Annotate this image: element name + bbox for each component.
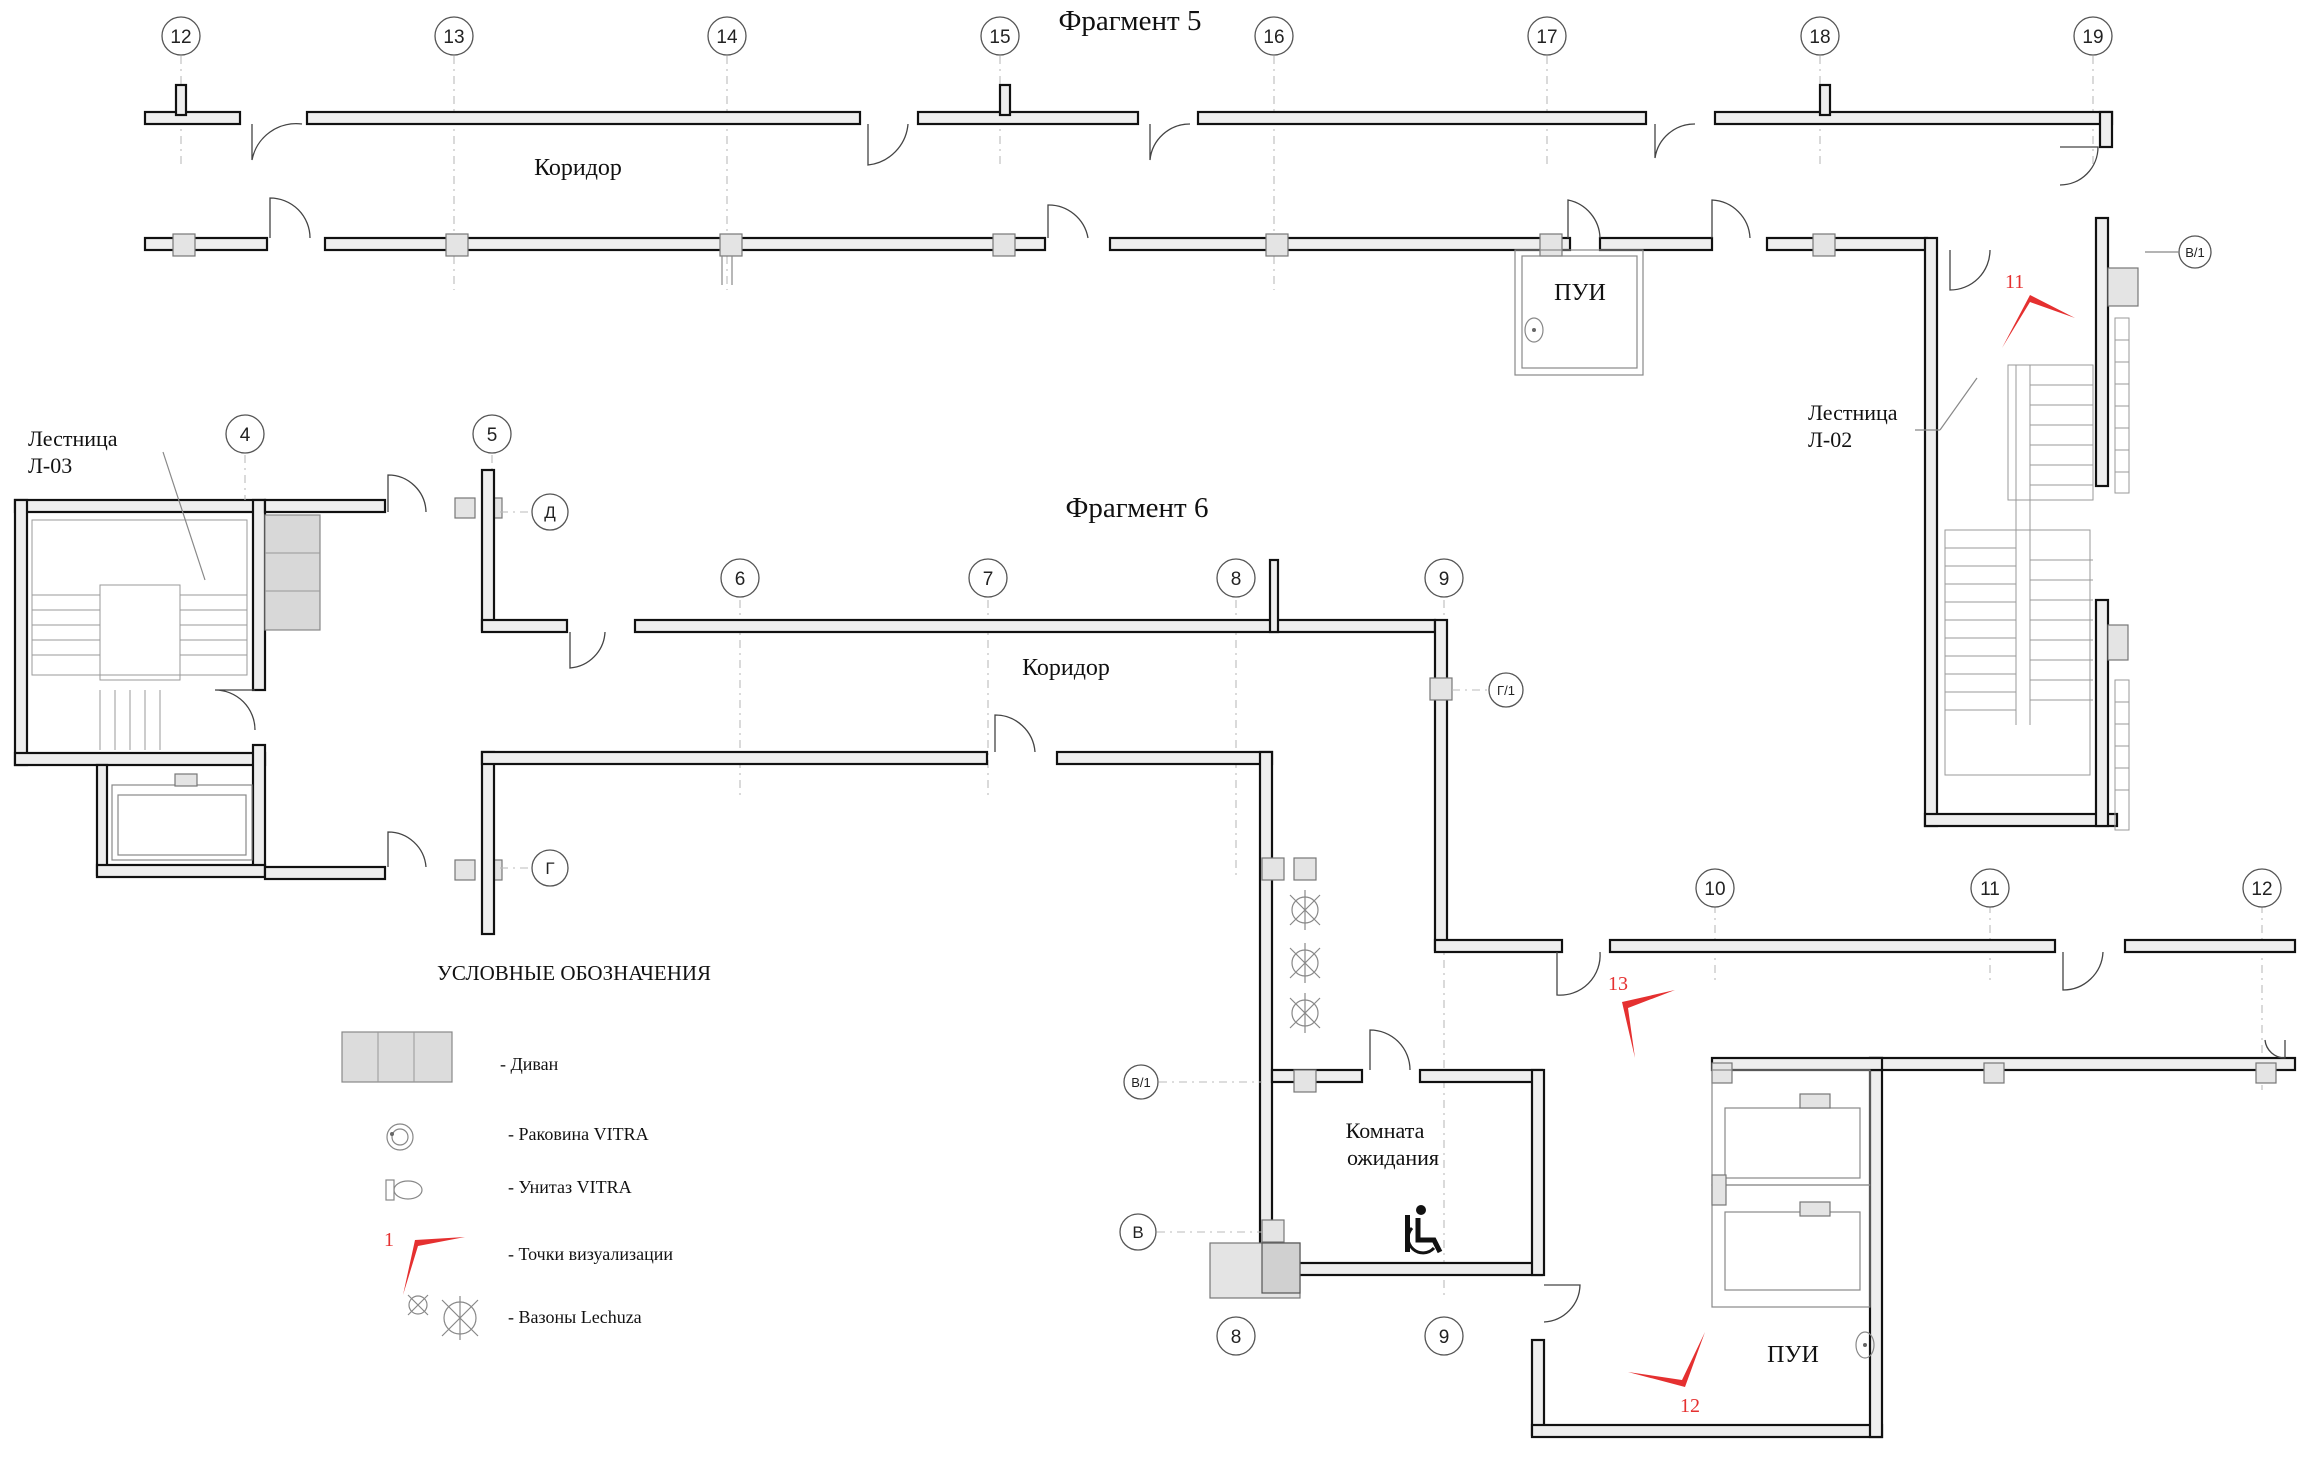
corridor-top-wall — [143, 83, 2114, 149]
planter-icon — [1289, 943, 1321, 983]
corridor-top-label: Коридор — [534, 155, 622, 181]
pui-room-top — [1514, 249, 1644, 376]
stair-l03-label-2: Л-03 — [28, 453, 72, 478]
viewpoint-label-13: 13 — [1608, 973, 1628, 995]
legend-label-sink: - Раковина VITRA — [508, 1124, 649, 1144]
corridor-mid-label: Коридор — [1022, 655, 1110, 681]
viewpoint-13: 13 — [1608, 973, 1675, 1058]
axis-bubbles-letters: Д Г Г/1 В/1 В — [500, 493, 1524, 1251]
axis-label-15: 15 — [989, 27, 1010, 48]
stair-l02-label-2: Л-02 — [1808, 427, 1852, 452]
planter-icon — [1289, 993, 1321, 1033]
viewpoint-12: 12 — [1628, 1332, 1705, 1417]
stair-l03-label-1: Лестница — [28, 426, 118, 451]
columns-top — [172, 233, 1836, 285]
axis-label-10: 10 — [1704, 879, 1725, 900]
axis-label-8: 8 — [1231, 569, 1242, 590]
stair-l03: Лестница Л-03 — [13, 426, 267, 879]
axis-label-v: В — [1132, 1223, 1143, 1242]
axis-label-7: 7 — [983, 569, 994, 590]
columns-frag6 — [1261, 677, 2277, 1243]
axis-label-4: 4 — [240, 425, 251, 446]
axis-label-8-bottom: 8 — [1231, 1327, 1242, 1348]
viewpoint-11: 11 — [2002, 271, 2075, 348]
axis-label-v1-left: В/1 — [1131, 1075, 1151, 1090]
legend-label-planters: - Вазоны Lechuza — [508, 1307, 642, 1327]
legend-viewpoint-number: 1 — [384, 1229, 394, 1251]
pui-top-label: ПУИ — [1554, 280, 1606, 306]
fragment-5-title: Фрагмент 5 — [1059, 5, 1202, 37]
axis-label-g: Г — [545, 859, 554, 878]
planter-icon — [407, 1294, 479, 1340]
legend-title: УСЛОВНЫЕ ОБОЗНАЧЕНИЯ — [437, 961, 711, 985]
corridor-mid-walls — [480, 468, 2297, 1439]
axis-label-v1-right: В/1 — [2185, 245, 2205, 260]
corridor-bottom-wall — [143, 236, 1929, 252]
axis-label-14: 14 — [716, 27, 738, 48]
planter-icon — [1289, 890, 1321, 930]
axis-label-g1: Г/1 — [1497, 683, 1515, 698]
restroom-block — [1711, 1069, 1875, 1359]
legend-label-viewpoints: - Точки визуализации — [508, 1244, 673, 1264]
viewpoint-icon: 1 — [384, 1229, 465, 1295]
legend-label-sofa: - Диван — [500, 1054, 559, 1074]
sink-icon — [1855, 1331, 1875, 1359]
axis-label-17: 17 — [1536, 27, 1557, 48]
axis-bubbles-frag6: 4 5 6 7 8 9 10 11 12 8 9 — [225, 414, 2282, 1356]
waiting-room-label-1: Комната — [1346, 1118, 1425, 1143]
axis-label-12: 12 — [170, 27, 191, 48]
stair-l02-label-1: Лестница — [1808, 400, 1898, 425]
planter-icons — [1289, 890, 1321, 1033]
legend: УСЛОВНЫЕ ОБОЗНАЧЕНИЯ - Диван - Раковина … — [341, 961, 711, 1340]
viewpoint-label-11: 11 — [2005, 271, 2024, 293]
fragment-5: 12 13 14 15 16 17 18 19 Фрагмент 5 Корид… — [143, 5, 2114, 376]
axis-label-19: 19 — [2082, 27, 2103, 48]
axis-label-9: 9 — [1439, 569, 1450, 590]
stair-l02-treads — [1945, 384, 2093, 711]
sofa-icon — [264, 514, 321, 631]
fragment-6-title: Фрагмент 6 — [1066, 492, 1209, 524]
fragment-6: Фрагмент 6 — [225, 414, 2297, 1439]
axis-label-16: 16 — [1263, 27, 1284, 48]
axis-label-6: 6 — [735, 569, 746, 590]
waiting-room-label-2: ожидания — [1347, 1145, 1439, 1170]
doors-top — [251, 122, 2099, 239]
stair-l03-treads — [32, 594, 247, 750]
wheelchair-icon — [1405, 1205, 1443, 1255]
axis-bubbles-top: 12 13 14 15 16 17 18 19 — [161, 16, 2113, 56]
axis-label-9-bottom: 9 — [1439, 1327, 1450, 1348]
sofa-icon — [341, 1031, 453, 1083]
viewpoint-label-12: 12 — [1680, 1395, 1700, 1417]
axis-label-18: 18 — [1809, 27, 1830, 48]
axis-label-d: Д — [544, 503, 556, 522]
sink-icon — [1524, 317, 1544, 343]
toilet-icon — [385, 1179, 423, 1201]
axis-label-11: 11 — [1980, 879, 2000, 900]
sink-icon — [386, 1123, 414, 1151]
axis-label-12b: 12 — [2251, 879, 2272, 900]
axis-label-13: 13 — [443, 27, 464, 48]
axis-label-5: 5 — [487, 425, 498, 446]
legend-label-toilet: - Унитаз VITRA — [508, 1177, 632, 1197]
pui-bottom-label: ПУИ — [1767, 1342, 1819, 1368]
stair-l02: Лестница Л-02 В/1 — [1808, 216, 2212, 831]
doors-frag6 — [569, 631, 2286, 1323]
viewpoints: 11 13 12 — [1608, 271, 2075, 1417]
